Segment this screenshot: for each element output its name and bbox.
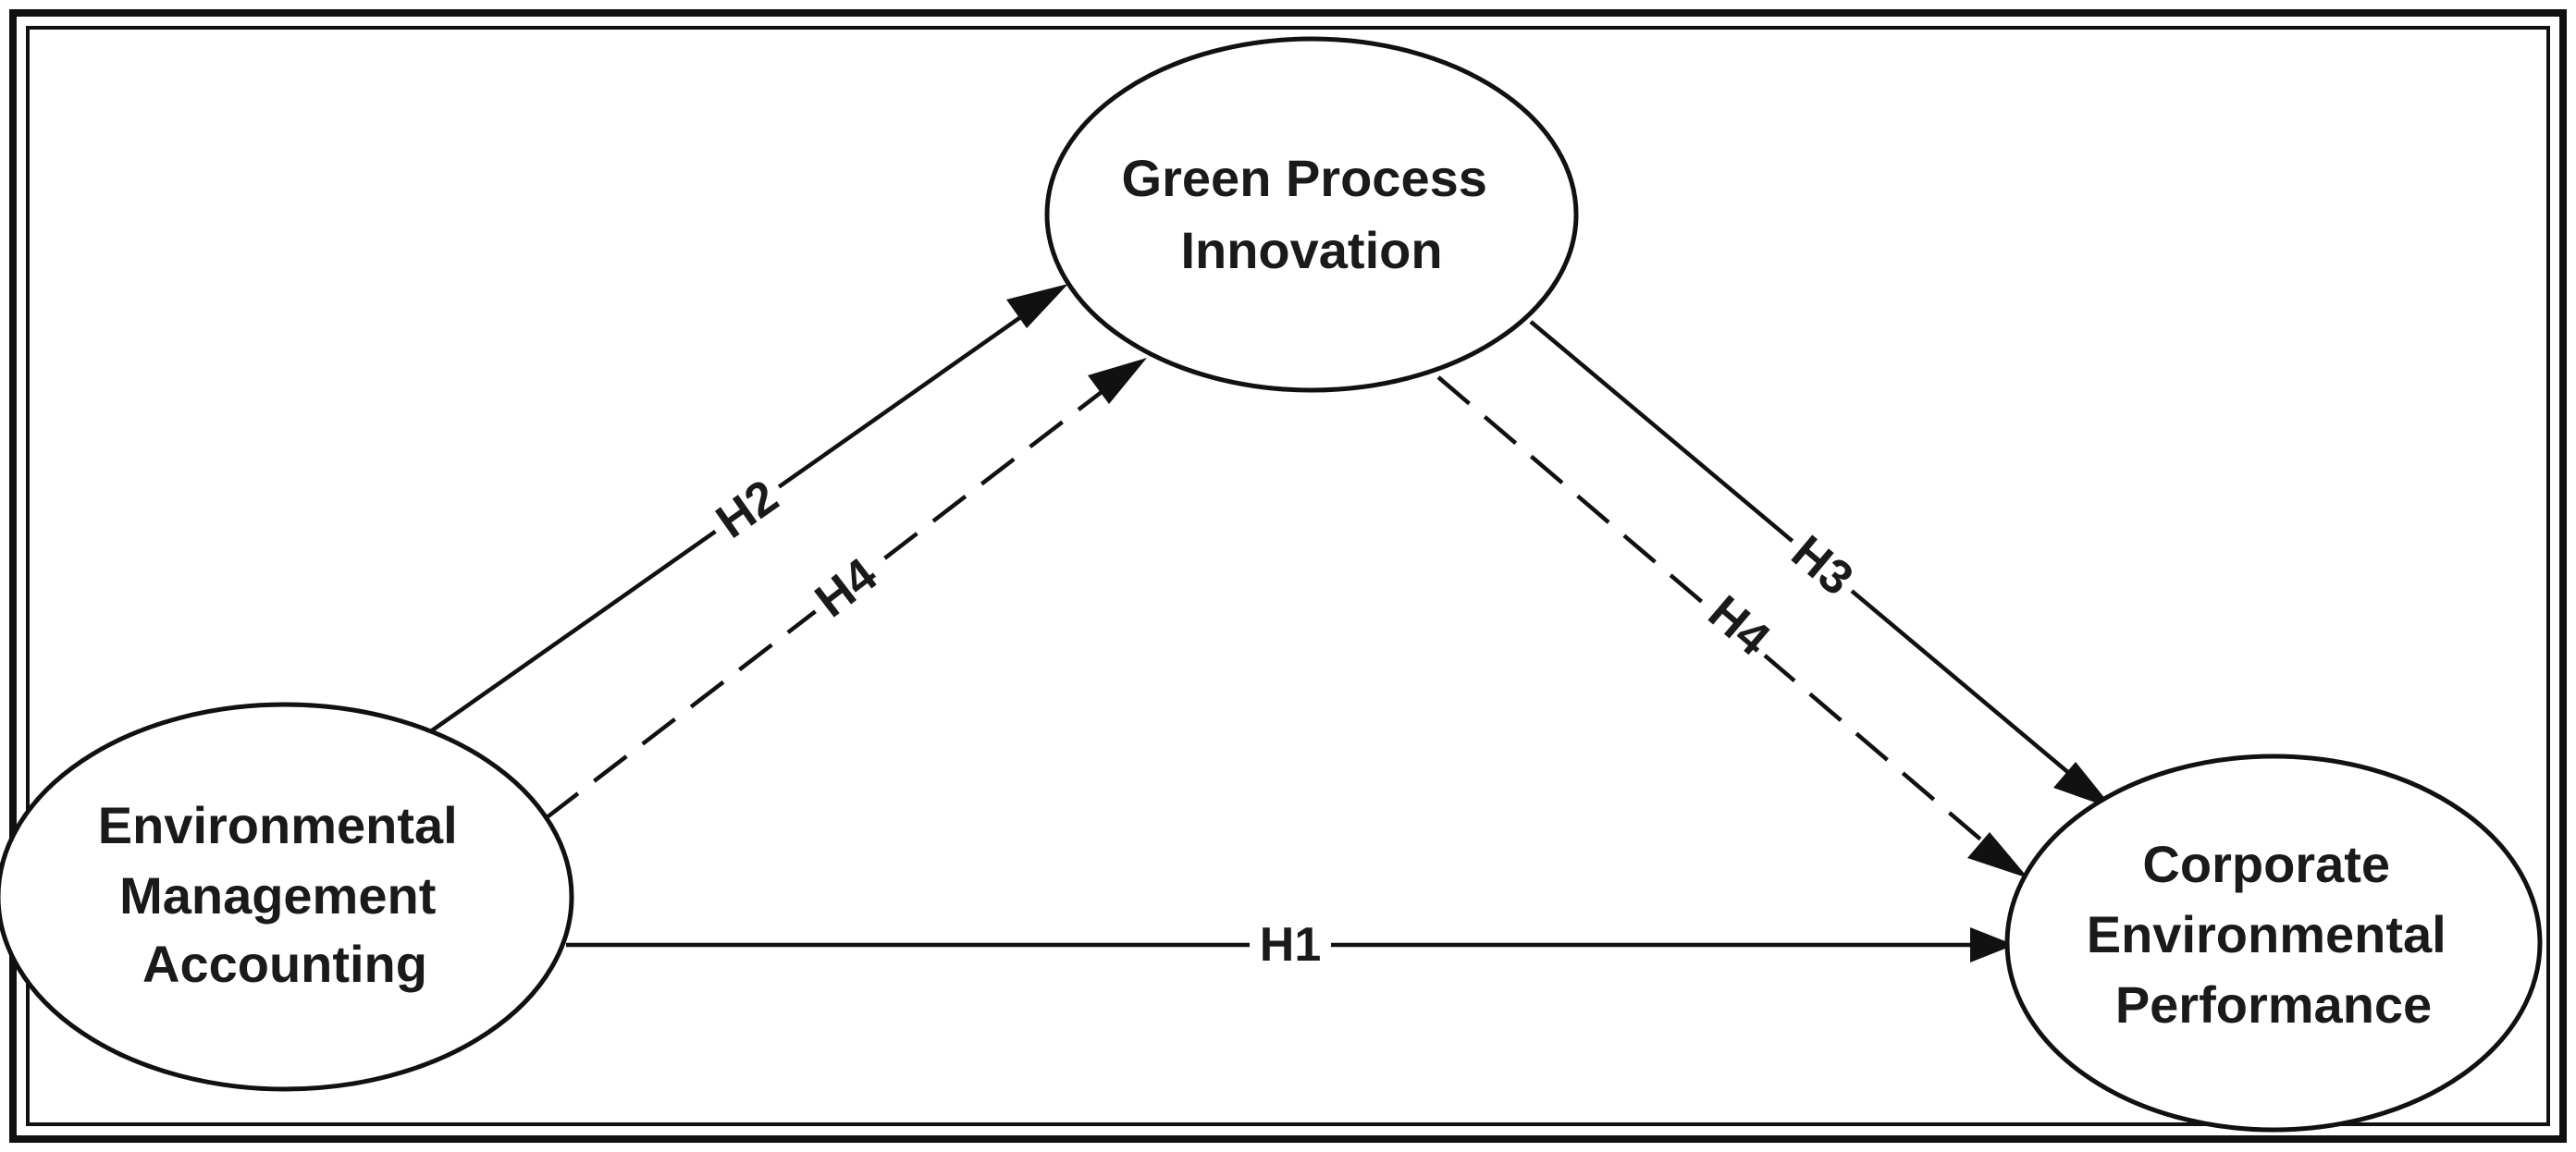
outer-frame	[9, 9, 2567, 1143]
node-green-process-innovation: Green Process Innovation	[1044, 36, 1579, 393]
node-environmental-management-accounting: Environmental Management Accounting	[0, 702, 574, 1092]
edge-label-h3: H3	[1781, 525, 1863, 606]
edge-label-h1: H1	[1260, 918, 1321, 972]
svg-text:Green Process Innovation: Green Process Innovation	[1122, 149, 1502, 279]
edge-label-h2: H2	[707, 470, 788, 549]
edge-label-h4-ema-gpi: H4	[806, 548, 887, 629]
edge-h4-gpi-cep: H4	[1436, 375, 2028, 878]
edge-h1: H1	[566, 917, 2015, 973]
node-label-line: Management	[119, 866, 436, 925]
node-corporate-environmental-performance: Corporate Environmental Performance	[2004, 754, 2543, 1133]
svg-text:Environmental Management: Environmental Management Accounting	[98, 796, 473, 993]
node-label-line: Accounting	[142, 935, 427, 993]
node-label-line: Environmental	[2087, 905, 2447, 963]
edge-h2: H2	[424, 284, 1068, 737]
node-label-line: Green Process	[1122, 149, 1487, 207]
node-label-line: Innovation	[1180, 221, 1442, 279]
inner-frame	[26, 26, 2550, 1126]
node-label-line: Corporate	[2142, 835, 2390, 893]
node-label-line: Performance	[2115, 975, 2432, 1034]
svg-text:Corporate Environmental: Corporate Environmental Performance	[2087, 835, 2461, 1034]
node-label-line: Environmental	[98, 796, 458, 854]
edge-label-h4-gpi-cep: H4	[1698, 585, 1780, 666]
edge-h3: H3	[1529, 320, 2114, 809]
edge-h4-ema-gpi: H4	[544, 358, 1147, 820]
